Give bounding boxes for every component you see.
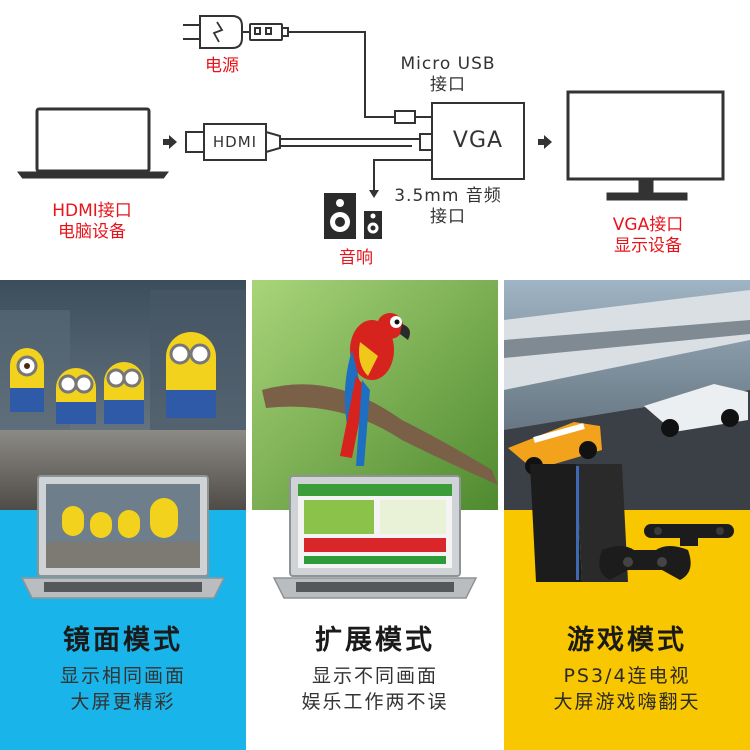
source-device-label: HDMI接口 电脑设备 [52,201,132,242]
game-mode-desc: 大屏游戏嗨翻天 [553,691,701,713]
laptop-icon [20,475,226,599]
controller-icon [599,546,691,580]
monitor-icon [566,90,725,201]
arrow-right-icon [538,135,552,149]
minion-figure [10,348,44,412]
game-mode-panel: 游戏模式 PS3/4连电视 大屏游戏嗨翻天 [504,280,750,750]
minion-figure [104,362,144,424]
usb-plug-icon [249,23,289,41]
minion-figure [56,368,96,424]
hdmi-plug-icon [185,123,281,161]
mirror-mode-photo [0,280,246,610]
speaker-label: 音响 [339,248,373,268]
audio-port-label: 3.5mm 音频 接口 [394,186,502,227]
mirror-mode-title: 镜面模式 [63,625,183,656]
extend-mode-title: 扩展模式 [315,625,435,656]
camera-icon [644,524,734,546]
minion-figure [166,332,216,418]
arrow-right-icon [163,135,177,149]
race-car-figure [644,384,748,437]
display-device-label: VGA接口 显示设备 [612,215,684,256]
micro-usb-plug [394,110,416,124]
laptop-icon [272,475,478,599]
extend-mode-desc: 娱乐工作两不误 [301,691,449,713]
mirror-mode-panel: 镜面模式 显示相同画面 大屏更精彩 [0,280,246,750]
laptop-icon [17,107,169,179]
parrot-figure [340,313,410,466]
extend-mode-desc: 显示不同画面 [311,665,438,687]
power-cable [288,31,395,118]
diagram-lines [17,15,725,239]
mirror-mode-desc: 大屏更精彩 [70,691,176,713]
power-label: 电源 [205,56,239,76]
power-plug-icon [183,15,250,49]
vga-adapter-box [431,102,525,180]
extend-mode-photo [252,280,498,610]
game-mode-photo [504,280,750,610]
micro-usb-label: Micro USB 接口 [400,54,496,95]
extend-mode-panel: 扩展模式 显示不同画面 娱乐工作两不误 [252,280,498,750]
connection-diagram: 电源 Micro USB 接口 HDMI VGA 3.5mm 音频 接口 音响 … [0,0,750,280]
speaker-icon [324,193,382,239]
adapter-text: VGA [452,128,504,153]
mirror-mode-desc: 显示相同画面 [59,665,186,687]
hdmi-plug-text: HDMI [212,133,258,151]
game-mode-title: 游戏模式 [567,625,687,656]
game-mode-desc: PS3/4连电视 [563,665,691,687]
race-car-figure [508,422,602,475]
audio-cable [373,159,432,192]
adapter-hdmi-socket [419,133,433,151]
branch [262,384,498,485]
